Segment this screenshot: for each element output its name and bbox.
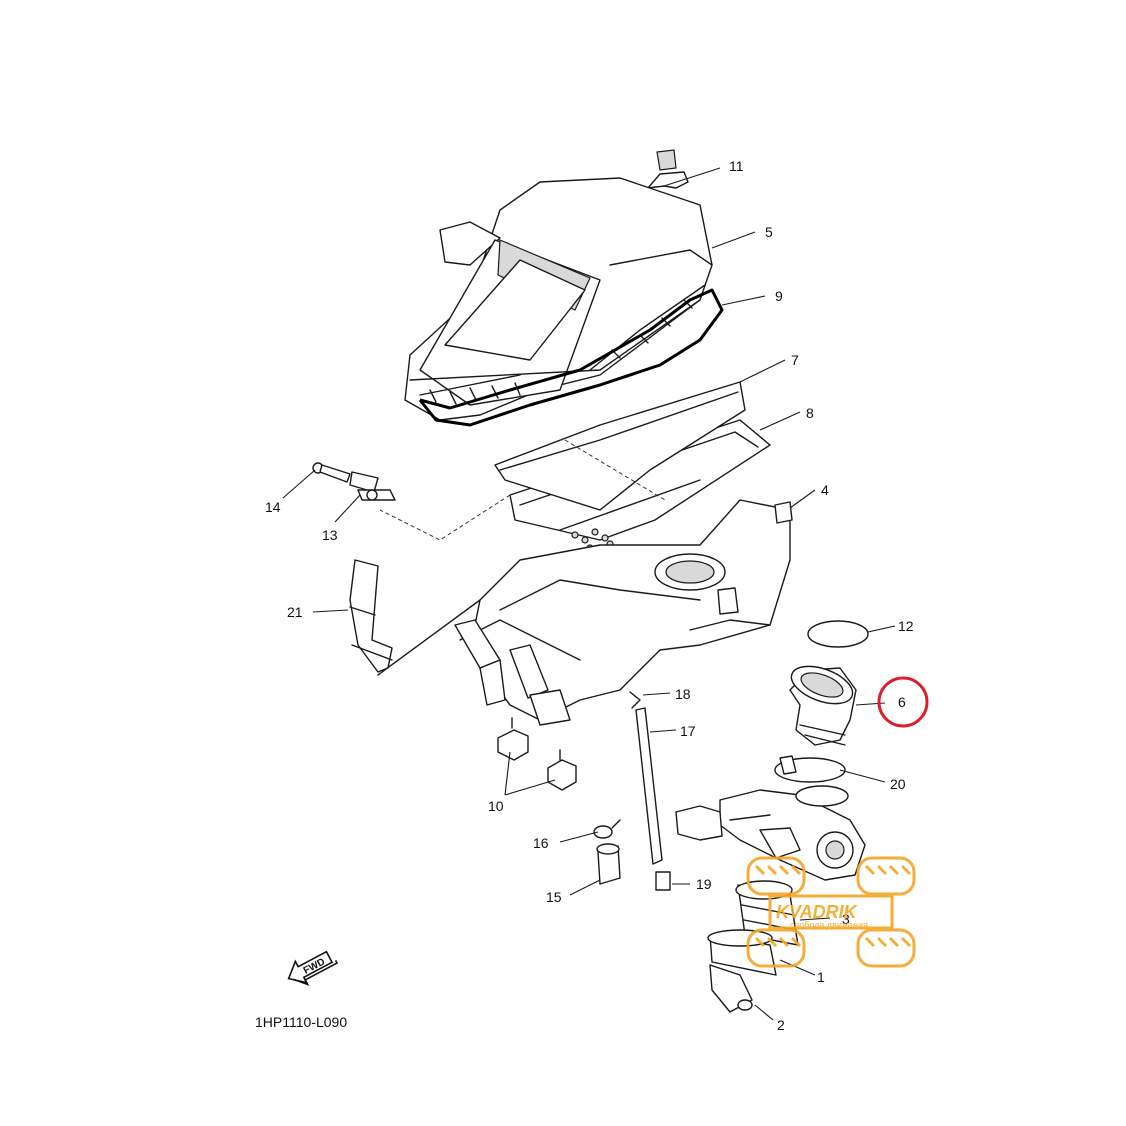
callout-14: 14	[265, 499, 281, 515]
screw-part	[312, 462, 351, 483]
callout-16: 16	[533, 835, 549, 851]
bracket-part	[349, 559, 393, 673]
callout-7: 7	[791, 352, 799, 368]
callout-5: 5	[765, 224, 773, 240]
assembly-line	[379, 494, 511, 541]
callout-15: 15	[546, 889, 562, 905]
callout-19: 19	[696, 876, 712, 892]
air-cleaner-cover	[404, 177, 713, 421]
callout-12: 12	[898, 618, 914, 634]
fwd-label: FWD	[302, 956, 327, 976]
callout-11: 11	[729, 158, 744, 174]
callout-6: 6	[898, 694, 906, 710]
clamp-2-part	[709, 964, 753, 1013]
watermark-tagline: свобода движения	[790, 920, 868, 930]
o-ring-part	[807, 620, 869, 648]
callout-8: 8	[806, 405, 814, 421]
callout-21: 21	[287, 604, 303, 620]
element-sponge	[494, 381, 746, 511]
damper-parts	[497, 717, 577, 791]
clamp-part	[629, 691, 641, 709]
callout-18: 18	[675, 686, 691, 702]
cap-part	[593, 825, 613, 839]
air-filter-joint-part	[789, 665, 857, 746]
watermark-brand: KVADRIK	[776, 902, 859, 922]
callout-20: 20	[890, 776, 906, 792]
callout-17: 17	[680, 723, 696, 739]
fwd-arrow-icon: FWD	[287, 950, 339, 986]
highlight-circle	[877, 676, 929, 728]
callout-10: 10	[488, 798, 504, 814]
callout-3: 3	[842, 911, 850, 927]
callout-labels: 11 5 9 7 8 4 14 13 21 12 6 18 17 20 10 1…	[265, 158, 914, 1033]
callout-9: 9	[775, 288, 783, 304]
drawing-code: 1HP1110-L090	[255, 1014, 347, 1030]
bushing-part	[596, 843, 621, 885]
assembly-line	[564, 439, 666, 501]
sticker-part	[647, 149, 689, 189]
air-cleaner-case	[454, 499, 793, 726]
callout-1: 1	[817, 969, 825, 985]
throttle-body	[675, 785, 866, 881]
joint-part	[349, 471, 396, 501]
callout-4: 4	[821, 482, 829, 498]
hose-part	[635, 707, 663, 865]
callout-2: 2	[777, 1017, 785, 1033]
screw-19-part	[655, 871, 671, 891]
kvadrik-watermark-logo: KVADRIK свобода движения	[746, 856, 916, 968]
hose-clamp-part	[774, 755, 846, 783]
callout-13: 13	[322, 527, 338, 543]
seal-part	[418, 288, 724, 427]
